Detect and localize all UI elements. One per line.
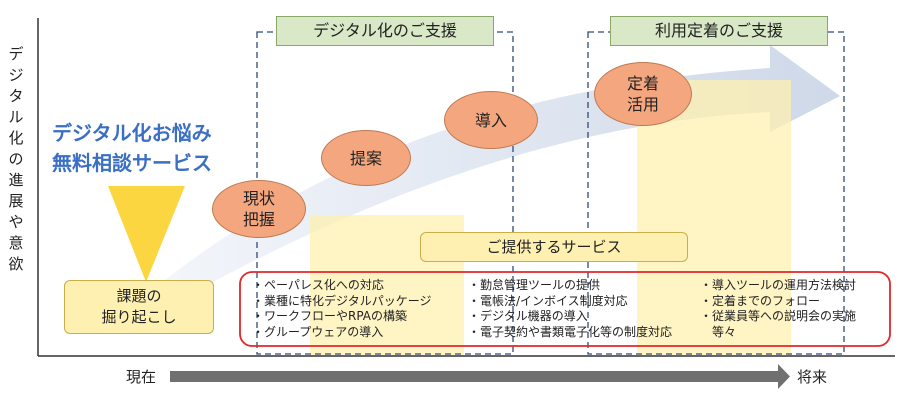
stage-grasp-oval: 現状 把握	[212, 180, 306, 238]
services-column-2: ・勤怠管理ツールの提供 ・電帳法/インボイス制度対応 ・デジタル機器の導入 ・電…	[468, 278, 672, 340]
service-title-line1: デジタル化お悩み	[52, 121, 212, 145]
adoption-support-header: 利用定着のご支援	[610, 16, 828, 46]
stage-grasp-label: 現状 把握	[242, 189, 275, 229]
timeline-end-label: 将来	[797, 368, 828, 386]
service-item: ・電帳法/インボイス制度対応	[468, 293, 628, 308]
services-column-3: ・導入ツールの運用方法検討 ・定着までのフォロー ・従業員等への説明会の実施 等…	[700, 278, 856, 340]
service-item: ・勤怠管理ツールの提供	[468, 278, 601, 292]
stage-settle-label: 定着 活用	[626, 74, 659, 114]
adoption-support-highlight	[637, 80, 791, 355]
service-item: ・ペーパレス化への対応	[252, 278, 384, 292]
timeline-arrow-head	[778, 364, 790, 389]
service-item: ・デジタル機器の導入	[468, 309, 588, 323]
issue-discovery-line1: 課題の	[116, 287, 162, 305]
adoption-support-frame	[587, 31, 845, 355]
services-column-1: ・ペーパレス化への対応 ・業種に特化デジタルパッケージ ・ワークフローやRPAの…	[252, 278, 432, 340]
service-item: ・従業員等への説明会の実施	[700, 309, 857, 323]
funnel-triangle	[108, 186, 185, 282]
service-item: 等々	[700, 324, 737, 339]
timeline-start-label: 現在	[126, 368, 157, 386]
service-item: ・グループウェアの導入	[252, 324, 384, 339]
service-title-line2: 無料相談サービス	[52, 151, 212, 175]
issue-discovery-line2: 掘り起こし	[101, 308, 177, 326]
service-item: ・ワークフローやRPAの構築	[252, 309, 408, 323]
service-item: ・定着までのフォロー	[700, 293, 821, 308]
service-item: ・導入ツールの運用方法検討	[700, 278, 857, 292]
issue-discovery-box: 課題の 掘り起こし	[64, 280, 214, 334]
services-header: ご提供するサービス	[420, 232, 688, 262]
stage-introduction-label: 導入	[474, 110, 507, 130]
service-item: ・電子契約や書類電子化等の制度対応	[468, 324, 673, 339]
digital-support-header: デジタル化のご支援	[276, 16, 494, 46]
stage-proposal-oval: 提案	[321, 130, 411, 186]
y-axis-label: デ ジ タ ル 化 の 進 展 や 意 欲	[8, 45, 24, 273]
service-item: ・業種に特化デジタルパッケージ	[252, 293, 432, 308]
service-title: デジタル化お悩み 無料相談サービス	[52, 118, 242, 178]
services-outline	[239, 271, 891, 347]
stage-proposal-label: 提案	[349, 148, 382, 168]
timeline-arrow-shaft	[170, 371, 780, 382]
stage-settle-oval: 定着 活用	[594, 62, 692, 126]
stage-introduction-oval: 導入	[444, 91, 538, 149]
